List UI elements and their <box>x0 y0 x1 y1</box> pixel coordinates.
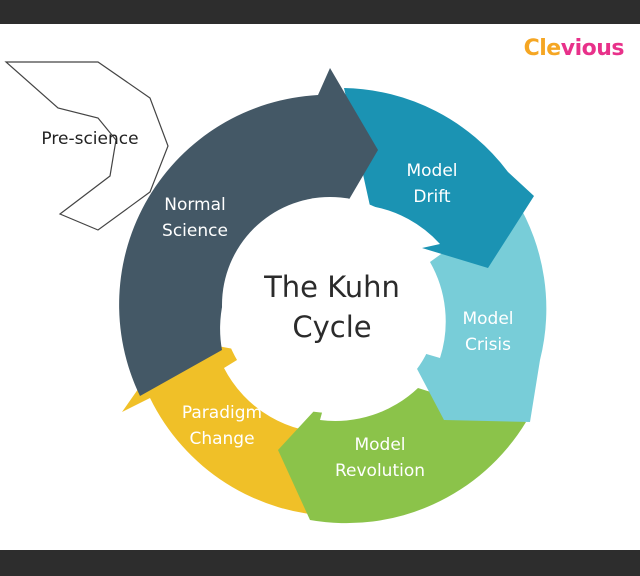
logo-part-1: Cle <box>523 36 562 61</box>
model-drift-line-2: Drift <box>413 187 450 207</box>
stage-normal-science: Normal Science <box>119 68 379 396</box>
stage-model-drift: Model Drift <box>344 88 534 268</box>
slide-canvas: Clevious Pre-science Paradigm Change Mod… <box>0 24 640 550</box>
model-drift-segment <box>344 88 534 268</box>
center-title-line-2: Cycle <box>292 310 371 344</box>
top-bar <box>0 0 640 24</box>
center-hole <box>222 197 438 413</box>
paradigm-change-segment <box>122 338 335 516</box>
model-revolution-line-2: Revolution <box>335 461 425 481</box>
stage-model-revolution: Model Revolution <box>278 388 526 524</box>
model-crisis-line-1: Model <box>462 309 513 329</box>
paradigm-change-line-1: Paradigm <box>182 403 262 423</box>
model-crisis-line-2: Crisis <box>465 335 511 355</box>
normal-science-line-1: Normal <box>164 195 226 215</box>
bottom-bar <box>0 550 640 576</box>
model-crisis-segment <box>406 200 547 422</box>
pre-science-label: Pre-science <box>41 129 138 149</box>
clevious-logo: Clevious <box>523 36 625 61</box>
pre-science-shape <box>4 61 169 231</box>
model-revolution-line-1: Model <box>354 435 405 455</box>
model-drift-line-1: Model <box>406 161 457 181</box>
pre-science-arrow: Pre-science <box>4 61 169 231</box>
kuhn-cycle-diagram: Pre-science Paradigm Change Model Revolu… <box>4 61 547 524</box>
logo-part-2: vious <box>560 36 625 61</box>
normal-science-segment <box>119 68 379 396</box>
normal-science-line-2: Science <box>162 221 228 241</box>
center-title-line-1: The Kuhn <box>263 270 400 304</box>
model-revolution-segment <box>278 388 526 524</box>
stage-model-crisis: Model Crisis <box>406 200 547 422</box>
stage-paradigm-change: Paradigm Change <box>122 338 335 516</box>
paradigm-change-line-2: Change <box>189 429 254 449</box>
